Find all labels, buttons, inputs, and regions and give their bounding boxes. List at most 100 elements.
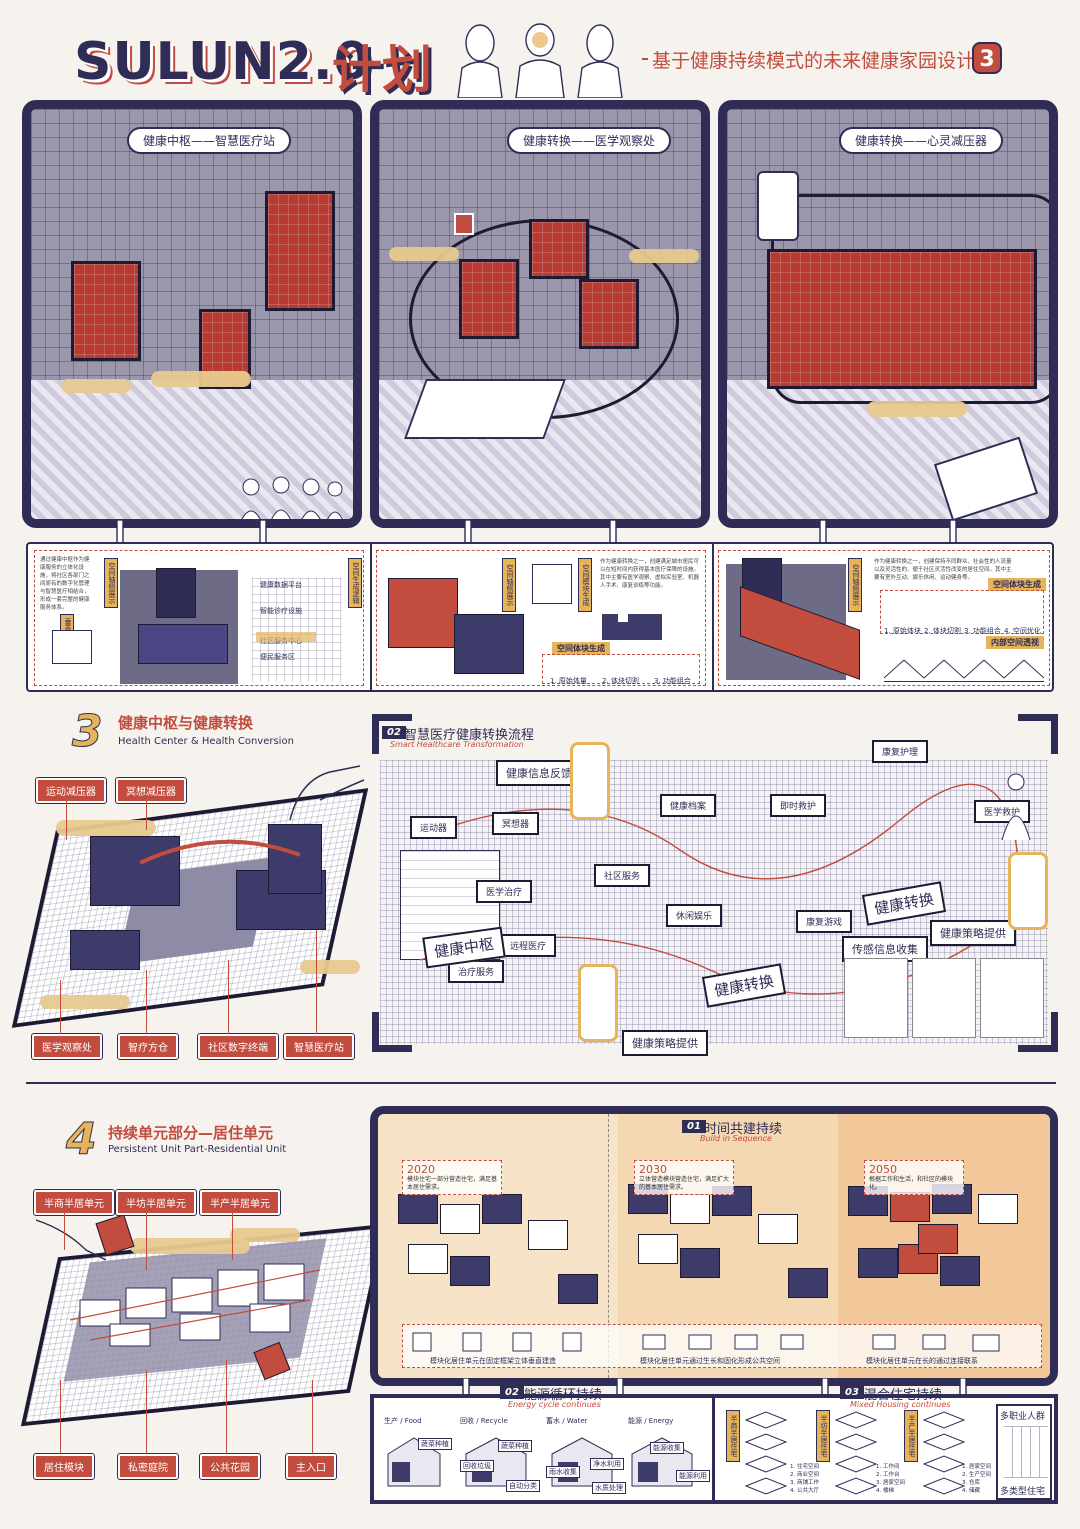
analysis-sublabel: 3. 功能组合: [654, 677, 691, 685]
mixed-legend: 3. 居家空间: [876, 1480, 905, 1486]
energy-column: 蓄水 / Water: [546, 1417, 588, 1425]
analysis-sublabel: 4. 空间优化: [1004, 627, 1041, 635]
side-bottom-label: 多类型住宅: [1000, 1487, 1046, 1497]
unit-tag: 半产半居住宅: [904, 1410, 918, 1462]
section-number: 4: [66, 1114, 98, 1166]
section-divider: [26, 1082, 1056, 1084]
mixed-legend: 1. 居家空间: [962, 1464, 991, 1470]
figures-illustration: [440, 18, 640, 99]
flow-card: 冥想器: [492, 812, 540, 835]
analysis-tag: 空间模块生成: [578, 558, 592, 612]
analysis-tag: 空间体块生成: [552, 642, 610, 655]
flow-card: 健康档案: [660, 794, 717, 817]
flow-label-strategy-2: 健康策略提供: [622, 1030, 708, 1056]
tag-main-entrance: 主入口: [285, 1453, 337, 1480]
panel-smart-medical-station: 健康中枢——智慧医疗站: [22, 100, 362, 528]
analysis-tag: 空间体块生成: [988, 578, 1046, 591]
tag-smart-cabin: 智疗方仓: [117, 1033, 179, 1060]
hand-illustration: [280, 760, 370, 830]
mixed-legend: 1. 工作间: [876, 1464, 900, 1470]
flow-label-strategy: 健康策略提供: [930, 920, 1016, 946]
energy-column: 能源 / Energy: [628, 1417, 674, 1425]
analysis-strip: 通过健康中枢作为健康服务的立体化设施，将社区各部门之间原有的数字化管理与智慧医疗…: [26, 542, 1054, 692]
analysis-tag: 空间轴侧展示: [104, 558, 118, 608]
flow-card: 医学治疗: [476, 880, 533, 903]
year-2020: 2020 模块住宅一部分营造住宅，满足基本居住需求。: [402, 1160, 502, 1195]
analysis-sublabel: 2. 体块切割: [924, 627, 961, 635]
poster-title-cn: 计划: [332, 41, 432, 99]
energy-number: 02: [500, 1386, 524, 1399]
flow-title-cn: 智慧医疗健康转换流程: [404, 728, 535, 743]
flow-card: 社区服务: [594, 864, 651, 887]
analysis-sublabel: 1. 原始体量: [550, 677, 587, 685]
tag-half-workshop-unit: 半坊半居单元: [115, 1189, 197, 1216]
phone-ui: [1008, 852, 1048, 930]
tag-community-terminal: 社区数字终端: [197, 1033, 279, 1060]
analysis-tag: 空间轴侧展示: [848, 558, 862, 612]
energy-label: 蔬菜种植: [498, 1440, 532, 1452]
unit-tag: 半商半居住宅: [726, 1410, 740, 1462]
figure-sketch: [996, 770, 1036, 841]
section-number: 3: [72, 706, 104, 758]
flow-card: 运动器: [410, 816, 458, 839]
flow-label-feedback: 健康信息反馈: [496, 760, 582, 786]
analysis-text: 作为健康转换之一，创建保持不同群众、社会性的人流量以及灵活性的、便于社区灵活性改…: [874, 559, 1012, 581]
flow-card: 休闲娱乐: [666, 904, 723, 927]
section-title-en: Persistent Unit Part-Residential Unit: [108, 1144, 287, 1155]
energy-label: 能源利用: [676, 1470, 710, 1482]
analysis-sublabel: 智能诊疗设施: [260, 607, 302, 615]
analysis-tag: 内部空间透视: [986, 636, 1044, 649]
energy-label: 自动分类: [506, 1480, 540, 1492]
timeline-title-en: Build in Sequence: [700, 1134, 772, 1143]
tag-medical-observation: 医学观察处: [31, 1033, 103, 1060]
flow-card: 即时救护: [770, 794, 827, 817]
tag-residential-module: 居住模块: [33, 1453, 95, 1480]
timeline-process-band: [402, 1324, 1042, 1368]
tag-smart-medical-station: 智慧医疗站: [283, 1033, 355, 1060]
panel-mind-decompressor: 健康转换——心灵减压器: [718, 100, 1058, 528]
panel-label: 健康转换——心灵减压器: [839, 127, 1004, 154]
panel-label: 健康中枢——智慧医疗站: [127, 127, 292, 154]
analysis-text: 通过健康中枢作为健康服务的立体化设施，将社区各部门之间原有的数字化管理与智慧医疗…: [40, 557, 90, 611]
phone-ui: [578, 964, 618, 1042]
mixed-number: 03: [840, 1386, 864, 1399]
tag-half-production-unit: 半产半居单元: [199, 1189, 281, 1216]
mixed-legend: 4. 公共大厅: [790, 1488, 819, 1494]
energy-label: 雨水收集: [546, 1466, 580, 1478]
energy-column: 生产 / Food: [384, 1417, 422, 1425]
flow-card: 康复游戏: [796, 910, 853, 933]
energy-label: 水质处理: [592, 1482, 626, 1494]
mixed-legend: 4. 楼梯: [876, 1488, 894, 1494]
flow-card: 康复护理: [872, 740, 929, 763]
mixed-title-cn: 混合住宅持续: [864, 1388, 943, 1403]
flow-frame: [372, 714, 1058, 1052]
analysis-sublabel: 3. 功能组合: [964, 627, 1001, 635]
year-2030: 2030 立体营造模块营造住宅，满足扩大的基本居住需求。: [634, 1160, 734, 1195]
unit-tag: 半坊半居住宅: [816, 1410, 830, 1462]
mixed-legend: 2. 商业空间: [790, 1472, 819, 1478]
mixed-title-en: Mixed Housing continues: [850, 1400, 951, 1409]
tag-half-commerce-unit: 半商半居单元: [33, 1189, 115, 1216]
energy-label: 净水利用: [590, 1458, 624, 1470]
section-title-cn: 健康中枢与健康转换: [118, 714, 254, 732]
timeline-number: 01: [682, 1120, 706, 1133]
mixed-legend: 2. 工作台: [876, 1472, 900, 1478]
analysis-tag: 空间生成逻辑: [348, 558, 362, 608]
page-number-badge: 3: [972, 42, 1002, 74]
poster-subtitle: 基于健康持续模式的未来健康家园设计: [641, 46, 975, 73]
energy-label: 蔬菜种植: [418, 1438, 452, 1450]
flow-label-sensor: 传感信息收集: [842, 936, 928, 962]
tag-sport-decompressor: 运动减压器: [35, 777, 107, 804]
timeline-caption: 模块化居住单元通过生长和固化形成公共空间: [640, 1357, 780, 1365]
poster-title-en: SULUN2.0: [74, 32, 371, 92]
timeline-caption: 模块化居住单元在长的通过连接联系: [866, 1357, 978, 1365]
mixed-legend: 1. 住宅空间: [790, 1464, 819, 1470]
mixed-legend: 3. 商铺工作: [790, 1480, 819, 1486]
analysis-text: 作为健康转换之一，创建满足城市居民可以在短时间内获得基本医疗保障的设施。其中主要…: [600, 559, 700, 589]
analysis-sublabel: 2. 体块切割: [602, 677, 639, 685]
mixed-legend: 4. 储藏: [962, 1488, 980, 1494]
mixed-legend: 3. 仓库: [962, 1480, 980, 1486]
panel-medical-observation: 健康转换——医学观察处: [370, 100, 710, 528]
analysis-sublabel: 便民服务区: [260, 653, 295, 661]
phone-ui: [570, 742, 610, 820]
